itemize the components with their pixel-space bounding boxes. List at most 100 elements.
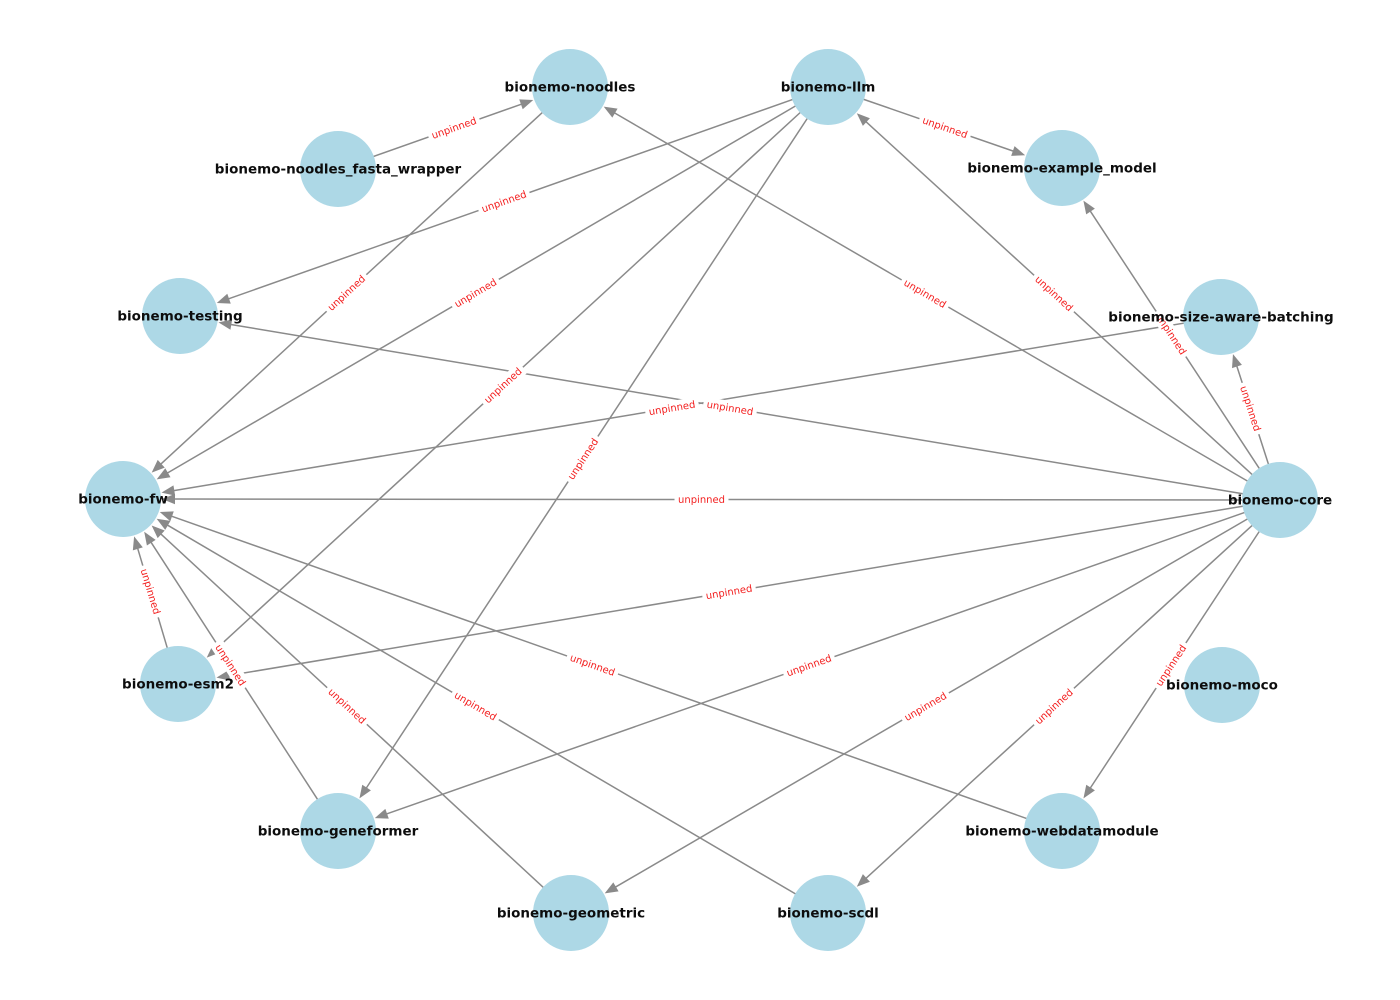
edge-label-bg [322, 682, 372, 730]
node-label-example_model: bionemo-example_model [967, 161, 1156, 177]
node-label-esm2: bionemo-esm2 [122, 677, 234, 693]
node-webdatamodule [1024, 793, 1100, 869]
node-label-geneformer: bionemo-geneformer [258, 824, 419, 840]
arrowhead-icon [151, 525, 165, 539]
edge-label-text: unpinned [566, 437, 601, 482]
edge-label-text: unpinned [648, 400, 696, 419]
edge-label-bg [209, 638, 252, 692]
node-label-size_aware: bionemo-size-aware-batching [1108, 310, 1333, 326]
edge-label-esm2-fw: unpinned [136, 563, 165, 620]
edge-label-core-testing: unpinned [702, 396, 758, 420]
edge-label-llm-example_model: unpinned [917, 112, 973, 143]
arrowhead-icon [359, 784, 371, 799]
node-geneformer [300, 793, 376, 869]
edge-label-core-geometric: unpinned [898, 686, 953, 727]
edge-label-bg [448, 686, 503, 726]
edge-label-text: unpinned [326, 274, 368, 314]
edge-label-text: unpinned [483, 366, 525, 406]
node-testing [142, 278, 218, 354]
edge-label-bg [701, 580, 757, 604]
edge-label-scdl-fw: unpinned [448, 686, 503, 726]
node-fw [85, 461, 161, 537]
arrowhead-icon [856, 113, 870, 126]
edge-label-bg [1235, 380, 1266, 437]
edge-label-core-esm2: unpinned [701, 580, 757, 604]
node-label-noodles: bionemo-noodles [505, 80, 636, 96]
edge-label-text: unpinned [1032, 274, 1074, 314]
edge-label-core-scdl: unpinned [1029, 683, 1079, 730]
arrowhead-icon [1232, 354, 1242, 369]
edge-label-llm-testing: unpinned [476, 185, 532, 218]
edge-label-fasta_wrapper-noodles: unpinned [426, 112, 482, 144]
edge-label-bg [702, 396, 758, 420]
edge-label-bg [917, 112, 973, 143]
node-llm [790, 49, 866, 125]
arrowhead-icon [156, 468, 171, 480]
edge-label-text: unpinned [901, 278, 947, 311]
node-scdl [790, 875, 866, 951]
edge-label-text: unpinned [325, 687, 367, 727]
node-label-llm: bionemo-llm [781, 80, 876, 96]
edge-label-noodles-fw: unpinned [321, 269, 372, 317]
arrowhead-icon [1083, 784, 1095, 799]
node-label-webdatamodule: bionemo-webdatamodule [965, 824, 1158, 840]
edge-label-bg [136, 563, 165, 620]
edge-label-text: unpinned [706, 400, 754, 419]
arrowhead-icon [156, 518, 171, 530]
edge-label-text: unpinned [921, 115, 969, 141]
arrowhead-icon [519, 99, 534, 110]
edge-label-bg [321, 269, 372, 317]
edge-label-bg [562, 432, 604, 486]
edge-label-llm-geneformer: unpinned [562, 432, 604, 486]
edge-label-bg [898, 686, 953, 727]
edge-label-bg [1029, 683, 1079, 730]
node-label-moco: bionemo-moco [1166, 678, 1278, 694]
node-label-scdl: bionemo-scdl [777, 906, 879, 922]
arrowhead-icon [132, 536, 143, 551]
edge-label-bg [674, 492, 729, 507]
edge-label-geometric-fw: unpinned [322, 682, 372, 730]
arrowhead-icon [603, 106, 618, 118]
edge-label-bg [781, 649, 837, 682]
node-fasta_wrapper [300, 131, 376, 207]
edge-label-size_aware-fw: unpinned [644, 396, 700, 420]
edge-label-text: unpinned [452, 690, 498, 723]
node-geometric [533, 875, 609, 951]
node-label-fw: bionemo-fw [78, 492, 168, 508]
edge-label-llm-fw: unpinned [448, 273, 503, 313]
edge-label-bg [478, 362, 528, 409]
edge-label-bg [564, 649, 621, 681]
node-moco [1184, 647, 1260, 723]
arrowhead-icon [1011, 146, 1026, 156]
edge-label-bg [644, 396, 700, 420]
node-label-core: bionemo-core [1228, 493, 1332, 509]
arrowhead-icon [604, 882, 619, 894]
node-esm2 [140, 646, 216, 722]
edge-label-core-llm: unpinned [1029, 270, 1079, 317]
node-label-fasta_wrapper: bionemo-noodles_fasta_wrapper [215, 162, 462, 178]
arrowhead-icon [216, 670, 231, 681]
edge-label-bg [476, 185, 532, 218]
edge-label-text: unpinned [138, 568, 162, 616]
edge-label-llm-esm2: unpinned [478, 362, 528, 409]
edge-label-core-geneformer: unpinned [781, 649, 837, 682]
node-layer: bionemo-noodles bionemo-llm bionemo-noodle… [78, 49, 1334, 951]
node-example_model [1024, 130, 1100, 206]
arrowhead-icon [161, 493, 176, 505]
arrowhead-icon [151, 459, 165, 473]
node-noodles [532, 49, 608, 125]
node-label-testing: bionemo-testing [117, 309, 242, 325]
edge-label-text: unpinned [903, 691, 949, 724]
arrowhead-icon [218, 319, 233, 330]
edge-label-bg [1150, 307, 1192, 361]
node-label-geometric: bionemo-geometric [497, 906, 645, 922]
edge-label-text: unpinned [705, 584, 753, 603]
arrowhead-icon [216, 293, 231, 304]
edge-label-text: unpinned [1034, 687, 1076, 727]
arrowhead-icon [159, 511, 174, 522]
edge-label-text: unpinned [678, 495, 725, 506]
edge-label-bg [426, 112, 482, 144]
edge-label-webdatamodule-fw: unpinned [564, 649, 621, 681]
edge-label-text: unpinned [1237, 385, 1262, 433]
